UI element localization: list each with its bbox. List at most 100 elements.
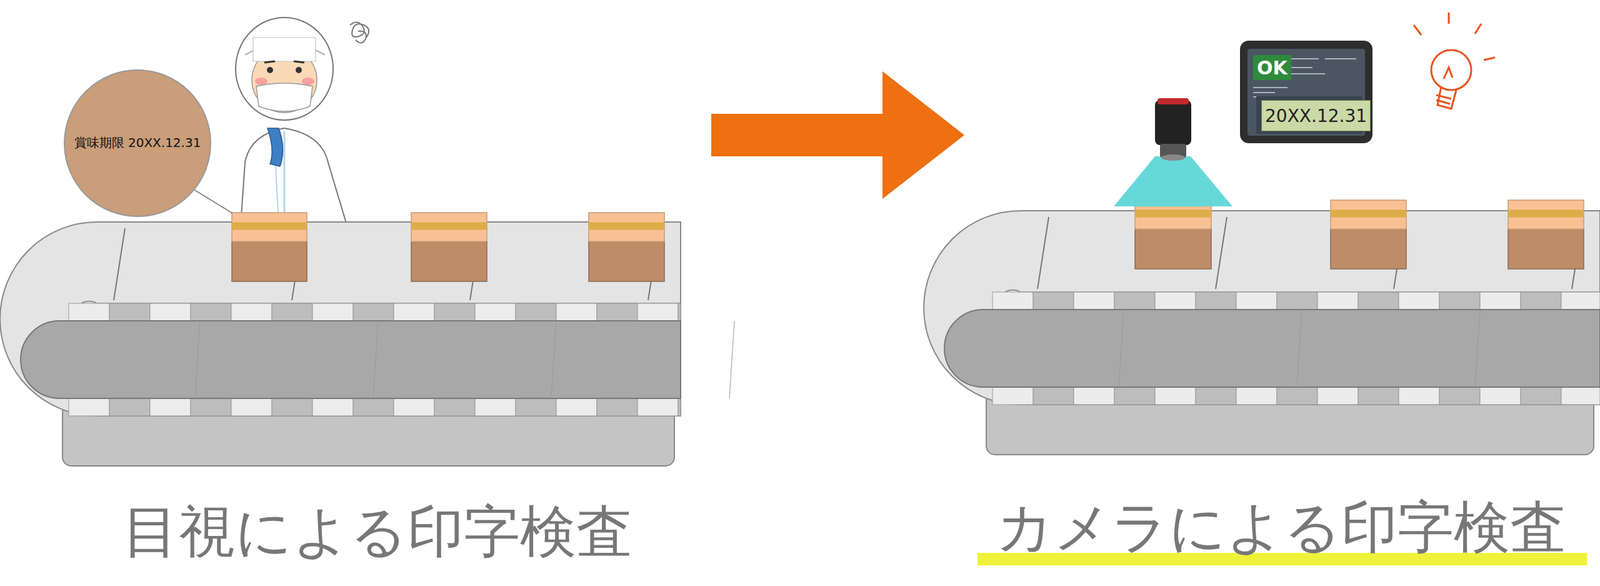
chain-cell	[596, 398, 638, 416]
chain-cell	[271, 398, 313, 416]
chain-cell	[1195, 386, 1237, 405]
chain-cell	[1155, 386, 1196, 405]
chain-cell	[353, 398, 394, 416]
worker	[235, 17, 369, 225]
belt-seam	[1475, 309, 1480, 387]
carton	[588, 212, 665, 282]
chain-cell	[434, 303, 475, 321]
chain-cell	[1073, 291, 1115, 310]
chain-cell	[992, 291, 1034, 310]
flight-line	[113, 228, 125, 300]
carton	[231, 212, 307, 282]
carton-side	[231, 241, 307, 282]
chain-cell	[1439, 291, 1480, 310]
carton-tape	[1330, 209, 1407, 217]
chain-cell	[1398, 386, 1440, 405]
chain-cell	[1114, 386, 1155, 405]
carton-tape	[588, 221, 665, 230]
caption-right: カメラによる印字検査	[996, 495, 1567, 558]
chain-cell	[1033, 386, 1074, 405]
chain-cell	[393, 398, 435, 416]
chain-cell	[1114, 291, 1155, 310]
carton-side	[1135, 228, 1212, 269]
chain-cell	[231, 303, 272, 321]
belt-seam	[373, 320, 379, 399]
chain-cell	[596, 303, 638, 321]
chain-cell	[312, 398, 354, 416]
chain-cell	[1358, 291, 1399, 310]
chain-cell	[1317, 386, 1359, 405]
chain-cell	[1033, 291, 1074, 310]
carton-side	[411, 241, 487, 282]
chain-cell	[515, 398, 557, 416]
ok-badge: OK	[1253, 55, 1292, 80]
chain-cell	[1561, 291, 1600, 310]
carton-tape	[1135, 209, 1212, 217]
chain-cell	[1358, 386, 1399, 405]
chain-cell	[231, 398, 272, 416]
node-text: 20XX.12.31	[1265, 105, 1367, 127]
chain-cell	[393, 303, 435, 321]
chain-cell	[1236, 386, 1277, 405]
belt-edge	[81, 301, 681, 304]
belt-edge	[1005, 290, 1600, 292]
carton-side	[1330, 228, 1407, 269]
chain-cell	[1520, 386, 1562, 405]
caption-left: 目視による印字検査	[122, 500, 633, 562]
chain-cell	[353, 303, 394, 321]
chain-cell	[1398, 291, 1440, 310]
chain-cell	[312, 303, 354, 321]
chain-cell	[515, 303, 557, 321]
chain-cell	[1480, 291, 1521, 310]
chain-cell	[271, 303, 313, 321]
belt-seam	[1118, 309, 1124, 387]
node-text: OK	[1256, 56, 1288, 79]
chain-cell	[1317, 291, 1359, 310]
carton-tape	[411, 221, 487, 230]
chain-cell	[150, 398, 191, 416]
date-display: 20XX.12.31	[1261, 100, 1371, 132]
chain-cell	[475, 398, 516, 416]
light-bulb	[1413, 12, 1495, 109]
carton	[1135, 200, 1212, 269]
chain-cell	[678, 398, 681, 416]
belt-seam	[195, 320, 200, 399]
chain-cell	[678, 303, 681, 321]
chain-cell	[637, 398, 679, 416]
chain-cell	[1276, 291, 1318, 310]
chain-cell	[475, 303, 516, 321]
belt	[923, 210, 1600, 405]
carton-lid	[1508, 200, 1584, 229]
carton-tape	[231, 221, 307, 230]
chain-cell	[68, 398, 110, 416]
camera	[1113, 98, 1233, 207]
chain-cell	[1561, 386, 1600, 405]
carton-lid	[588, 212, 665, 242]
chain-cell	[190, 398, 232, 416]
belt-seam	[729, 320, 735, 399]
carton-lid	[231, 212, 307, 242]
chain-cell	[556, 303, 597, 321]
chain-cell	[1195, 291, 1237, 310]
conveyor	[0, 212, 735, 466]
chain-cell	[1520, 291, 1562, 310]
chain-cell	[150, 303, 191, 321]
big-arrow	[711, 71, 965, 199]
chain-cell	[556, 398, 597, 416]
chain-cell	[1236, 291, 1277, 310]
belt	[0, 221, 681, 416]
carton-side	[1508, 228, 1584, 269]
carton-lid	[1330, 200, 1407, 229]
chain-cell	[190, 303, 232, 321]
carton	[1508, 200, 1584, 269]
flight-line	[1037, 216, 1049, 289]
chain-cell	[1155, 291, 1196, 310]
chain-cell	[109, 398, 150, 416]
chain-cell	[109, 303, 150, 321]
belt-body	[944, 309, 1600, 387]
conveyor	[923, 200, 1600, 455]
chain-cell	[1480, 386, 1521, 405]
node-text: 賞味期限 20XX.12.31	[74, 134, 202, 152]
chain-cell	[434, 398, 475, 416]
